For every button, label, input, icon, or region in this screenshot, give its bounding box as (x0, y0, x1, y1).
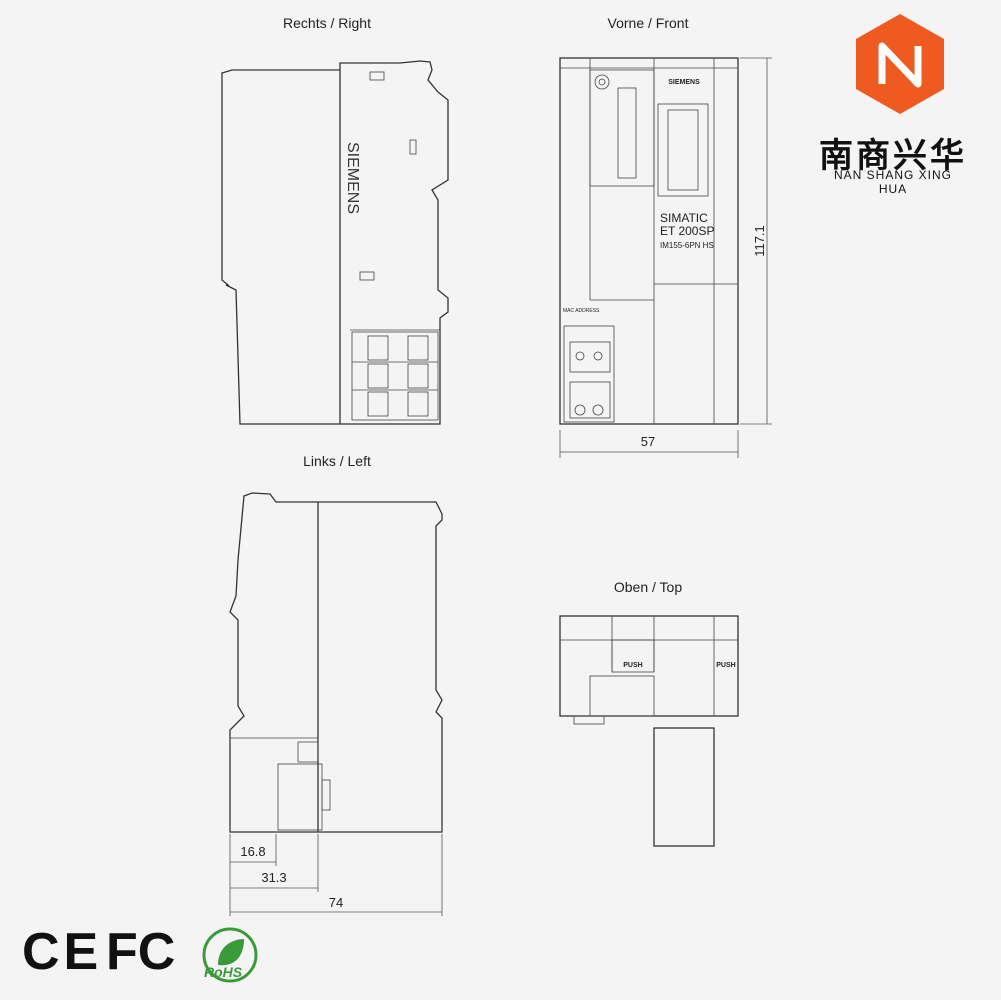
rohs-leaf-icon (202, 927, 258, 983)
rohs-mark: RoHS (204, 964, 243, 980)
push-label-2: PUSH (716, 662, 735, 669)
model-label: IM155-6PN HS (660, 241, 714, 250)
brand-front: SIEMENS (668, 79, 700, 86)
label-left: Links / Left (303, 453, 371, 469)
right-view: Rechts / Right SIEMENS (221, 15, 449, 425)
dim-16-8: 16.8 (240, 844, 265, 859)
label-front: Vorne / Front (608, 15, 689, 31)
company-name-cn: 南商兴华 (819, 136, 967, 176)
front-view: Vorne / Front SIEMENS SIMATIC ET 200SP I… (559, 15, 772, 458)
dim-31-3: 31.3 (261, 870, 286, 885)
dim-height: 117.1 (752, 225, 767, 257)
dim-width: 57 (641, 434, 655, 449)
dim-74: 74 (329, 895, 343, 910)
company-name-en: NAN SHANG XING HUA (833, 168, 952, 196)
left-view: Links / Left 16.8 31.3 74 (229, 453, 443, 916)
company-logo-icon (856, 14, 944, 114)
simatic-label: SIMATIC (660, 211, 708, 225)
mac-address-label: MAC ADDRESS (563, 308, 600, 314)
et200sp-label: ET 200SP (660, 224, 714, 238)
label-right: Rechts / Right (283, 15, 371, 31)
label-top: Oben / Top (614, 579, 682, 595)
fcc-mark: FC (106, 923, 176, 981)
ce-mark: CE (22, 923, 103, 981)
top-view: Oben / Top PUSH PUSH (559, 579, 739, 847)
terminal-block (351, 331, 439, 421)
push-label-1: PUSH (623, 662, 642, 669)
brand-side: SIEMENS (344, 142, 361, 214)
